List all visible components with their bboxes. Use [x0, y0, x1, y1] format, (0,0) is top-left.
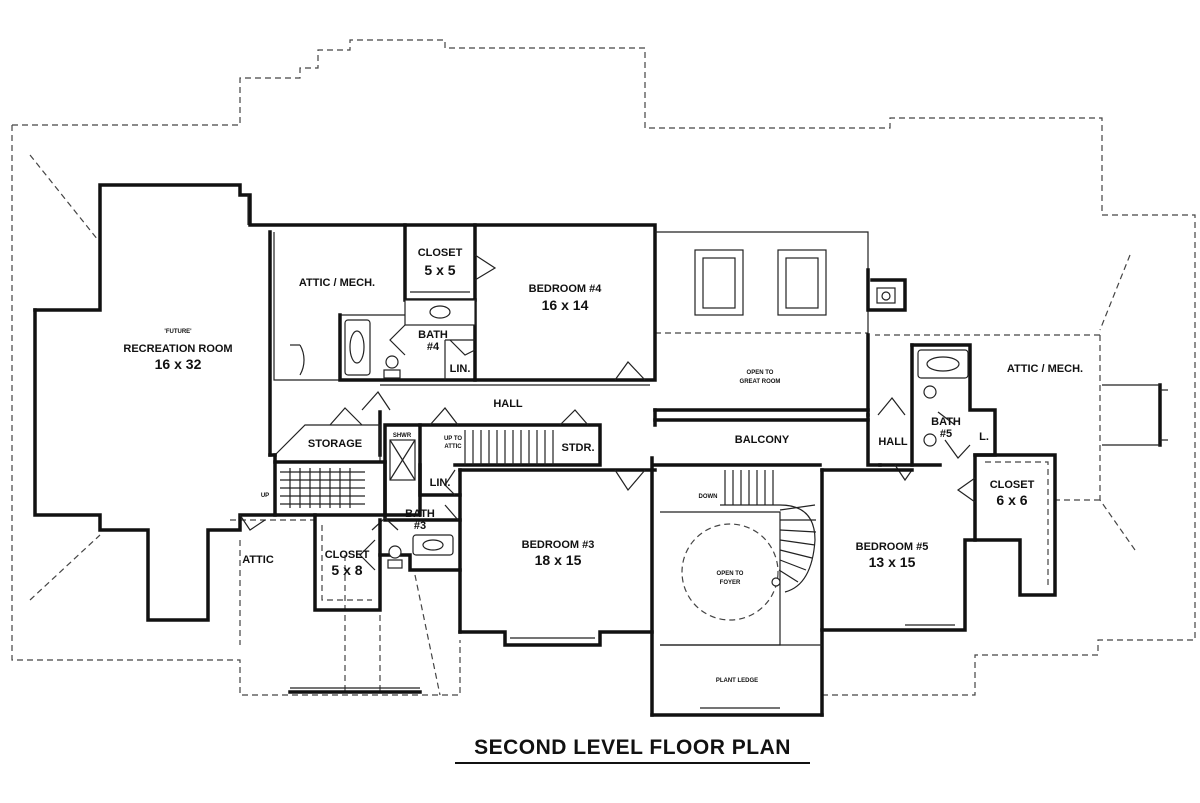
bedroom5-dimensions: 13 x 15: [869, 554, 916, 570]
closet-low-dimensions: 5 x 8: [331, 562, 362, 578]
plan-title: SECOND LEVEL FLOOR PLAN: [455, 736, 810, 764]
bedroom5-walls: [820, 383, 1168, 632]
bath3-number: #3: [414, 520, 426, 532]
bedroom3-dimensions: 18 x 15: [535, 552, 582, 568]
attic-mech-left-label: ATTIC / MECH.: [299, 277, 375, 289]
closet-low-label: CLOSET: [325, 549, 370, 561]
storage-walls: [239, 424, 387, 531]
closet-right-dimensions: 6 x 6: [996, 492, 1027, 508]
attic-mech-right-label: ATTIC / MECH.: [1007, 363, 1083, 375]
bath3-label: BATH: [405, 508, 435, 520]
up-small-label: UP: [261, 493, 269, 499]
up-attic-label-1: UP TO: [444, 436, 462, 442]
foyer-walls: [650, 468, 824, 717]
closet-right-label: CLOSET: [990, 479, 1035, 491]
bedroom3-label: BEDROOM #3: [522, 539, 595, 551]
open-great-label-1: OPEN TO: [747, 370, 774, 376]
recreation-room-dimensions: 16 x 32: [155, 356, 202, 372]
open-great-room-walls: [653, 231, 907, 417]
bedroom4-dimensions: 16 x 14: [542, 297, 589, 313]
storage-label: STORAGE: [308, 438, 362, 450]
bath5-label: BATH: [931, 416, 961, 428]
bath5-number: #5: [940, 428, 952, 440]
bedroom4-label: BEDROOM #4: [529, 283, 603, 295]
lin-right-label: L.: [979, 431, 989, 443]
balcony-walls: [653, 408, 870, 467]
lin-top-label: LIN.: [450, 363, 471, 375]
closet-top-dimensions: 5 x 5: [424, 262, 455, 278]
hall-stairs-walls: [329, 384, 650, 467]
open-great-label-2: GREAT ROOM: [740, 379, 781, 385]
closet-top-label: CLOSET: [418, 247, 463, 259]
bedroom5-label: BEDROOM #5: [856, 541, 929, 553]
attic-small-label: ATTIC: [242, 554, 274, 566]
bedroom4-walls: [473, 223, 657, 382]
down-label: DOWN: [699, 494, 718, 500]
room-labels: 'FUTURE' RECREATION ROOM 16 x 32 ATTIC /…: [123, 247, 1083, 684]
open-foyer-label-2: FOYER: [720, 580, 741, 586]
open-foyer-label-1: OPEN TO: [717, 571, 744, 577]
bath4-walls: [338, 298, 477, 382]
left-stair-treads: [280, 468, 365, 508]
curved-stair-treads: [720, 470, 817, 593]
stdr-label: STDR.: [562, 442, 595, 454]
hall-top-label: HALL: [493, 398, 523, 410]
recreation-room-walls: [33, 183, 407, 622]
hall-right-label: HALL: [878, 436, 908, 448]
bath3-walls: [371, 463, 462, 572]
plant-ledge-label: PLANT LEDGE: [716, 678, 758, 684]
closet-right-walls: [956, 453, 1057, 597]
bath4-label: BATH: [418, 329, 448, 341]
roof-outline: [11, 39, 1196, 712]
recreation-future-label: 'FUTURE': [164, 329, 192, 335]
upper-stair-treads: [464, 430, 554, 465]
lin-mid-label: LIN.: [430, 477, 451, 489]
bedroom3-walls: [458, 456, 657, 717]
recreation-room-label: RECREATION ROOM: [123, 343, 232, 355]
balcony-label: BALCONY: [735, 434, 790, 446]
closet-low-walls: [313, 513, 382, 612]
shower-label: SHWR: [393, 433, 412, 439]
up-attic-label-2: ATTIC: [444, 444, 462, 450]
deck-lines: [288, 687, 422, 694]
bath4-number: #4: [427, 341, 440, 353]
